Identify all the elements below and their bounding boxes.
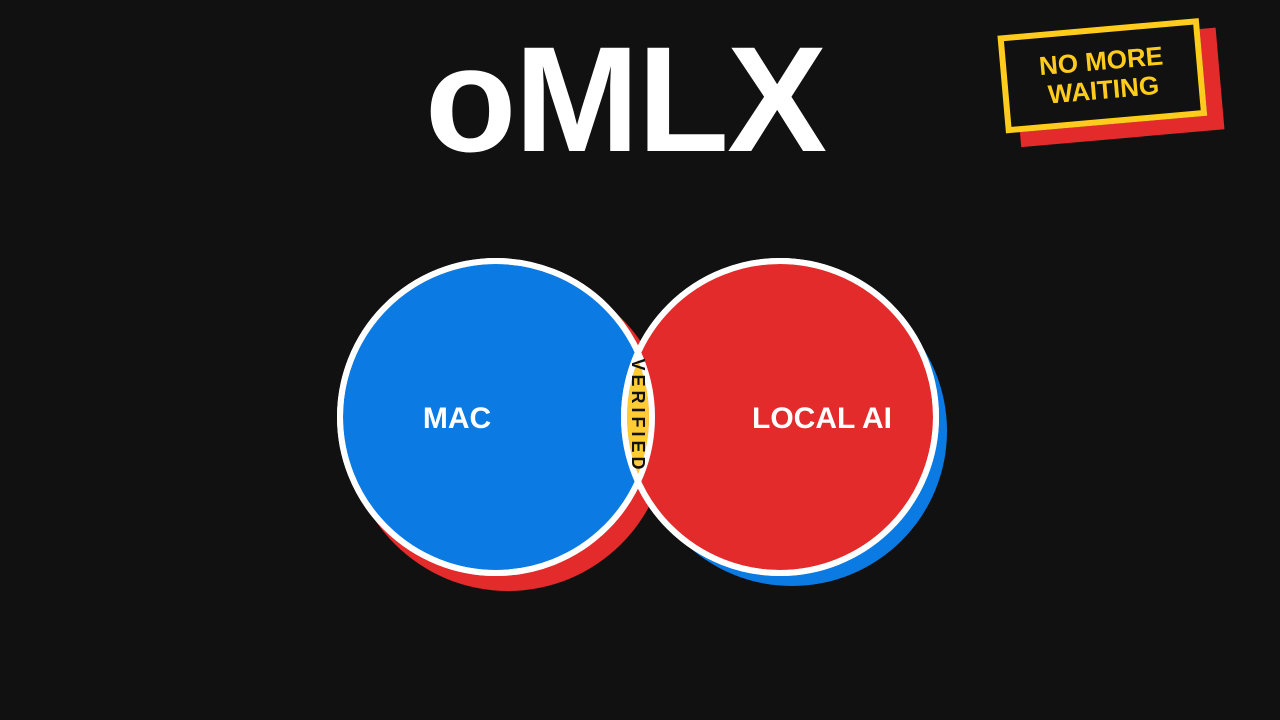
- mac-circle-outline: [337, 258, 655, 576]
- page-title: oMLX: [424, 15, 827, 183]
- local-ai-label: LOCAL AI: [752, 402, 892, 435]
- verified-label: VERIFIED: [628, 358, 648, 473]
- local-ai-circle-outline: [621, 258, 939, 576]
- mac-label: MAC: [423, 402, 491, 435]
